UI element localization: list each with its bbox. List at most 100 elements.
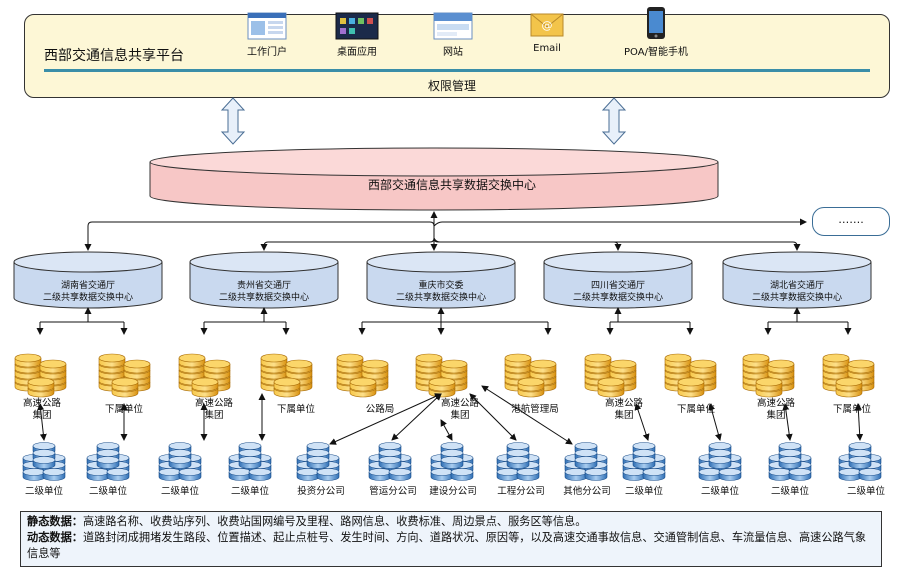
unit-label: 其他分公司 <box>563 486 611 497</box>
group-label: 高速公路 集团 <box>194 398 233 421</box>
database-server-icon <box>228 442 272 481</box>
app-label: Email <box>533 43 561 54</box>
database-server-icon <box>296 442 340 481</box>
unit-label: 二级单位 <box>846 486 885 497</box>
email-envelope-icon: @ <box>530 13 564 37</box>
unit-label: 二级单位 <box>88 486 127 497</box>
province-name: 湖北省交通厅 <box>769 281 824 291</box>
platform-title: 西部交通信息共享平台 <box>44 48 184 64</box>
unit-label: 二级单位 <box>160 486 199 497</box>
database-server-icon <box>564 442 608 481</box>
database-coin-stack-icon <box>742 353 795 398</box>
app-work-portal[interactable]: 工作门户 <box>222 12 312 58</box>
app-label: 工作门户 <box>247 47 287 58</box>
database-server-icon <box>768 442 812 481</box>
unit-label: 二级单位 <box>700 486 739 497</box>
province-exchange-cylinder <box>13 251 163 309</box>
group-label: 下属单位 <box>104 404 143 415</box>
database-coin-stack-icon <box>336 353 389 398</box>
province-label: 贵州省交通厅 二级共享数据交换中心 <box>192 280 336 304</box>
province-label: 重庆市交委 二级共享数据交换中心 <box>369 280 513 304</box>
group-label: 高速公路 集团 <box>22 398 61 421</box>
province-name: 重庆市交委 <box>418 281 464 291</box>
app-label: POA/智能手机 <box>624 47 688 58</box>
database-coin-stack-icon <box>14 353 67 398</box>
website-icon <box>433 12 473 40</box>
unit-label: 二级单位 <box>230 486 269 497</box>
unit-label: 投资分公司 <box>297 486 345 497</box>
static-data-line: 静态数据：高速路名称、收费站序列、收费站国网编号及里程、路网信息、收费标准、周边… <box>27 514 875 530</box>
dynamic-data-label: 动态数据： <box>27 531 83 544</box>
dynamic-data-line: 动态数据：道路封闭成拥堵发生路段、位置描述、起止点桩号、发生时间、方向、道路状况… <box>27 530 875 562</box>
province-name: 贵州省交通厅 <box>236 281 291 291</box>
database-coin-stack-icon <box>504 353 557 398</box>
database-server-icon <box>496 442 540 481</box>
province-exchange-cylinder <box>722 251 872 309</box>
province-subtitle: 二级共享数据交换中心 <box>751 293 842 303</box>
center-distribution-lines <box>84 211 807 251</box>
unit-label: 工程分公司 <box>497 486 545 497</box>
province-branch-lines <box>36 307 852 335</box>
group-label: 高速公路 集团 <box>604 398 643 421</box>
smartphone-icon <box>647 7 665 39</box>
province-label: 四川省交通厅 二级共享数据交换中心 <box>546 280 690 304</box>
app-website[interactable]: 网站 <box>408 12 498 58</box>
province-subtitle: 二级共享数据交换中心 <box>42 293 133 303</box>
dynamic-data-text: 道路封闭成拥堵发生路段、位置描述、起止点桩号、发生时间、方向、道路状况、原因等，… <box>27 531 867 560</box>
group-label: 港航管理局 <box>511 404 559 415</box>
province-label: 湖北省交通厅 二级共享数据交换中心 <box>725 280 869 304</box>
double-arrow-right <box>601 97 627 145</box>
database-coin-stack-icon <box>584 353 637 398</box>
double-arrow-left <box>220 97 246 145</box>
portal-screenshot-icon <box>247 12 287 40</box>
unit-label: 二级单位 <box>770 486 809 497</box>
app-desktop[interactable]: 桌面应用 <box>312 12 402 58</box>
database-coin-stack-icon <box>260 353 313 398</box>
database-coin-stack-icon <box>822 353 875 398</box>
data-description-box: 静态数据：高速路名称、收费站序列、收费站国网编号及里程、路网信息、收费标准、周边… <box>20 511 882 567</box>
database-server-icon <box>158 442 202 481</box>
static-data-text: 高速路名称、收费站序列、收费站国网编号及里程、路网信息、收费标准、周边景点、服务… <box>82 515 587 528</box>
database-server-icon <box>22 442 66 481</box>
province-name: 四川省交通厅 <box>590 281 645 291</box>
group-label: 高速公路 集团 <box>756 398 795 421</box>
permission-management-label: 权限管理 <box>427 79 476 93</box>
group-label: 公路局 <box>365 404 395 415</box>
static-data-label: 静态数据： <box>27 515 83 528</box>
app-label: 网站 <box>443 47 463 58</box>
database-coin-stack-icon <box>178 353 231 398</box>
province-subtitle: 二级共享数据交换中心 <box>218 293 309 303</box>
province-exchange-cylinder <box>543 251 693 309</box>
platform-divider <box>44 69 870 72</box>
database-coin-stack-icon <box>415 353 468 398</box>
central-exchange-cylinder <box>149 147 719 211</box>
database-coin-stack-icon <box>664 353 717 398</box>
group-label: 下属单位 <box>276 404 315 415</box>
province-name: 湖南省交通厅 <box>60 281 115 291</box>
unit-label: 二级单位 <box>624 486 663 497</box>
database-server-icon <box>368 442 412 481</box>
database-server-icon <box>86 442 130 481</box>
app-email[interactable]: @ Email <box>502 10 592 54</box>
central-exchange-label: 西部交通信息共享数据交换中心 <box>367 178 536 192</box>
group-label: 下属单位 <box>676 404 715 415</box>
desktop-app-icon <box>335 12 379 40</box>
unit-label: 管运分公司 <box>369 486 417 497</box>
database-server-icon <box>698 442 742 481</box>
database-coin-stack-icon <box>98 353 151 398</box>
unit-label: 建设分公司 <box>429 486 477 497</box>
province-exchange-cylinder <box>189 251 339 309</box>
database-server-icon <box>838 442 882 481</box>
group-label: 下属单位 <box>832 404 871 415</box>
database-server-icon <box>430 442 474 481</box>
province-subtitle: 二级共享数据交换中心 <box>395 293 486 303</box>
unit-link-lines <box>37 385 864 445</box>
svg-text:@: @ <box>542 19 553 32</box>
app-label: 桌面应用 <box>337 47 377 58</box>
unit-label: 二级单位 <box>24 486 63 497</box>
province-subtitle: 二级共享数据交换中心 <box>572 293 663 303</box>
database-server-icon <box>622 442 666 481</box>
province-exchange-cylinder <box>366 251 516 309</box>
app-mobile[interactable]: POA/智能手机 <box>608 6 704 58</box>
